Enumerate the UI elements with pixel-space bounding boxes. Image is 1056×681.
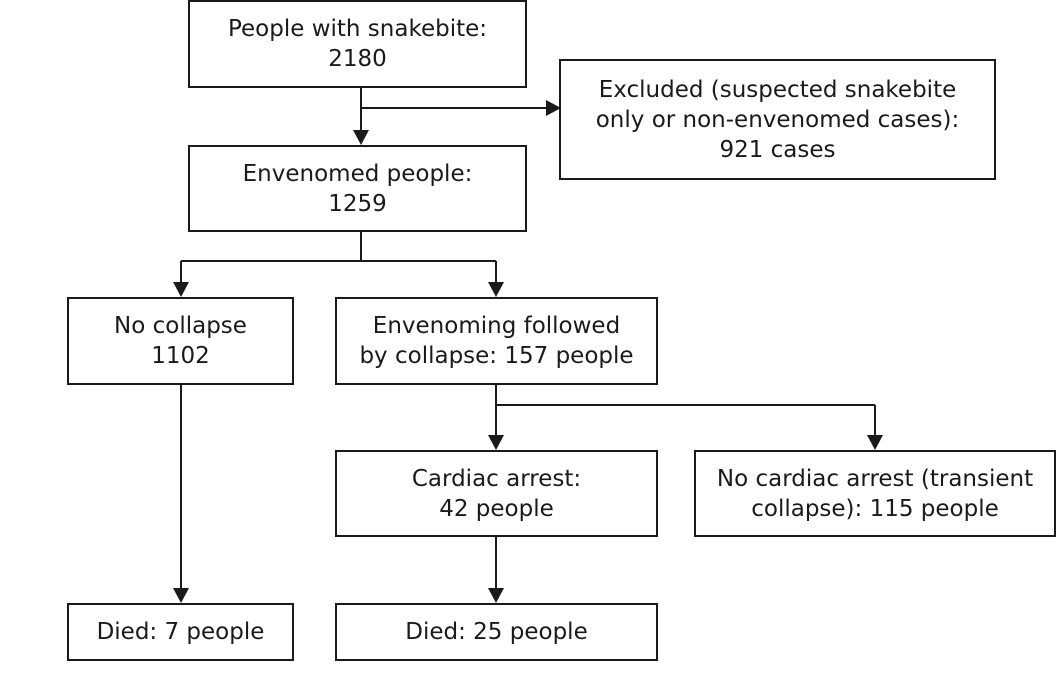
box-collapse-line2: by collapse: 157 people [359, 343, 634, 369]
box-envenomed-people: Envenomed people: 1259 [188, 145, 527, 232]
box-envenoming-followed-by-collapse: Envenoming followed by collapse: 157 peo… [335, 297, 658, 385]
box-excluded-line3: 921 cases [719, 136, 836, 163]
box-died-25-line1: Died: 25 people [405, 619, 588, 645]
box-snakebite-line1: People with snakebite: [227, 16, 488, 42]
arrowhead-excluded [546, 100, 561, 116]
box-cardiac-arrest: Cardiac arrest: 42 people [335, 450, 658, 537]
box-no-cardiac-arrest-line2: collapse): 115 people [751, 495, 999, 522]
box-collapse-line1: Envenoming followed [372, 313, 621, 339]
box-excluded-line2: only or non-envenomed cases): [595, 106, 960, 133]
box-excluded-line1: Excluded (suspected snakebite [598, 76, 957, 103]
box-envenomed-line2: 1259 [328, 190, 387, 217]
arrowhead-no-collapse [173, 282, 189, 297]
box-cardiac-arrest-line2: 42 people [439, 495, 554, 522]
box-no-collapse-line1: No collapse [114, 313, 247, 339]
box-snakebite-line2: 2180 [328, 46, 387, 72]
box-no-collapse-line2: 1102 [151, 343, 210, 369]
arrowhead-died-25 [488, 588, 504, 603]
box-no-cardiac-arrest: No cardiac arrest (transient collapse): … [694, 450, 1056, 537]
box-died-7-line1: Died: 7 people [96, 619, 265, 645]
box-cardiac-arrest-line1: Cardiac arrest: [411, 465, 582, 492]
arrowhead-no-cardiac-arrest [867, 435, 883, 450]
box-excluded: Excluded (suspected snakebite only or no… [559, 59, 996, 180]
box-died-25-people: Died: 25 people [335, 603, 658, 661]
box-no-collapse: No collapse 1102 [67, 297, 294, 385]
box-people-with-snakebite: People with snakebite: 2180 [188, 0, 527, 88]
arrowhead-cardiac-arrest [488, 435, 504, 450]
box-no-cardiac-arrest-line1: No cardiac arrest (transient [716, 465, 1034, 492]
arrowhead-died-7 [173, 588, 189, 603]
box-envenomed-line1: Envenomed people: [242, 160, 473, 187]
box-died-7-people: Died: 7 people [67, 603, 294, 661]
arrowhead-envenomed [353, 130, 369, 145]
arrowhead-collapse [488, 282, 504, 297]
